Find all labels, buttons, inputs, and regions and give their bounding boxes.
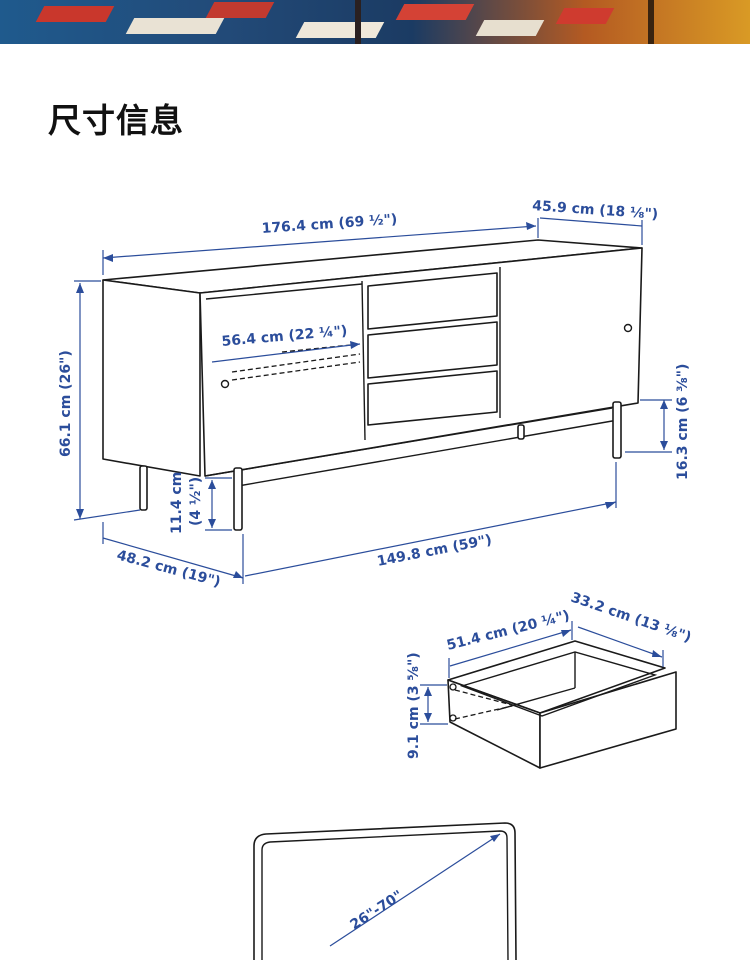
leg-back-left [139,465,148,511]
tv-screen [261,830,509,960]
sideboard-drawing [102,239,643,531]
sideboard-drawer-1 [367,272,498,330]
dim-height-label: 66.1 cm (26") [58,350,74,457]
right-door-knob-icon [623,323,633,333]
product-photo-strip [0,0,750,44]
sideboard-drawer-3 [367,370,498,426]
tv-frame [253,822,517,960]
leg-front-left [233,467,243,531]
dim-leg-height-in-label: (4 ½") [188,477,204,526]
leg-front-right [612,401,622,459]
left-door-knob-icon [220,379,230,389]
dim-drawer-width-label: 51.4 cm (20 ¼") [445,608,571,654]
tv-drawing [253,822,517,960]
dim-drawer-depth-label: 33.2 cm (13 ⅛") [569,590,693,646]
drawer-dimension-lines [420,621,664,725]
leg-back-right [517,424,525,440]
dim-floor-clearance-label: 16.3 cm (6 ⅜") [675,364,691,480]
drawer-drawing [447,640,677,769]
drawer-front [539,671,677,769]
dim-drawer-height-label: 9.1 cm (3 ⅝") [406,652,422,759]
sideboard-side-panel [102,279,201,477]
sideboard-drawer-2 [367,321,498,379]
dim-leg-height-cm-label: 11.4 cm [169,472,185,534]
dim-depth-base-label: 48.2 cm (19") [115,547,222,590]
sideboard-dimension-lines [73,217,672,584]
dim-width-label: 176.4 cm (69 ½") [261,212,398,237]
tv-diagonal-line [329,833,501,947]
section-title: 尺寸信息 [48,101,184,140]
